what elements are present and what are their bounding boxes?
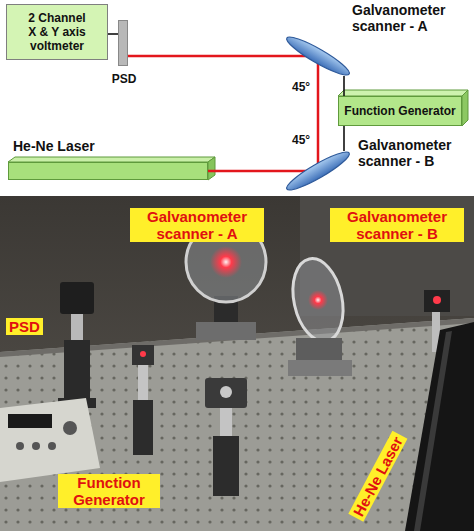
scanner-label: Galvanometer scanner - A [352,2,466,34]
laser-spot [308,290,328,310]
mirror-shape [286,151,350,191]
laser-highlight [414,331,452,531]
pinhole-mount [132,345,154,365]
optical-table [0,318,474,531]
generator-display [8,414,52,428]
psd-sensor: PSD [118,20,128,66]
post [138,365,148,403]
laser-beam [128,55,286,58]
post [220,408,232,438]
translation-stage [288,360,352,376]
laser-tube [405,322,474,531]
laser-side-face [208,157,215,180]
photo-label: Galvanometer scanner - B [330,208,464,242]
outside-label: He-Ne Laser [13,138,133,154]
scanner-mirror [283,147,352,195]
laser-beam [317,76,320,151]
photo-label: Galvanometer scanner - A [130,208,264,242]
laser-spot [140,351,146,357]
photo-label: PSD [6,318,43,335]
lens-mount [205,378,247,408]
generator-instrument [0,398,100,482]
translation-stage [196,322,256,340]
photo-label: He-Ne Laser [349,431,408,522]
mirror-mount [424,290,450,312]
angle-label: 45° [292,80,310,94]
generator-knob [63,421,77,435]
post-holder [133,400,153,455]
post-holder [64,340,90,400]
lens [220,386,232,398]
scanner-label: Galvanometer scanner - B [358,137,472,169]
post [71,314,83,344]
scanner-mirror [283,32,352,80]
galvanometer-mirror: Galvanometer scanner - B [286,151,350,191]
outside-label: PSD [109,71,139,87]
post-holder [213,436,239,496]
node-label: 2 Channel X & Y axis voltmeter [24,11,90,53]
mirror-shape [286,36,350,76]
galvanometer-mirror: Galvanometer scanner - A [286,36,350,76]
generator-side-face [462,90,468,126]
voltmeter-box: 2 Channel X & Y axis voltmeter [6,4,108,60]
photo-background [0,196,474,531]
scanner-mirror-photo [286,254,350,346]
generator-knob [16,442,24,450]
laser-beam [208,170,286,173]
laser-spot [433,296,441,304]
signal-wire [343,76,345,96]
signal-wire [108,33,118,35]
angle-label: 45° [292,133,310,147]
photo-wall [300,196,474,316]
text-holder: 2 Channel X & Y axis voltmeter [7,11,107,53]
psd-sensor-photo [60,282,94,314]
signal-wire [343,126,345,151]
function-generator-box: Function Generator [338,96,462,126]
node-label: Function Generator [344,104,455,118]
generator-knob [32,442,40,450]
generator-knob [48,442,56,450]
laser-spot [210,246,242,278]
laser-box: He-Ne Laser [8,162,208,180]
photo-label: Function Generator [58,474,160,508]
